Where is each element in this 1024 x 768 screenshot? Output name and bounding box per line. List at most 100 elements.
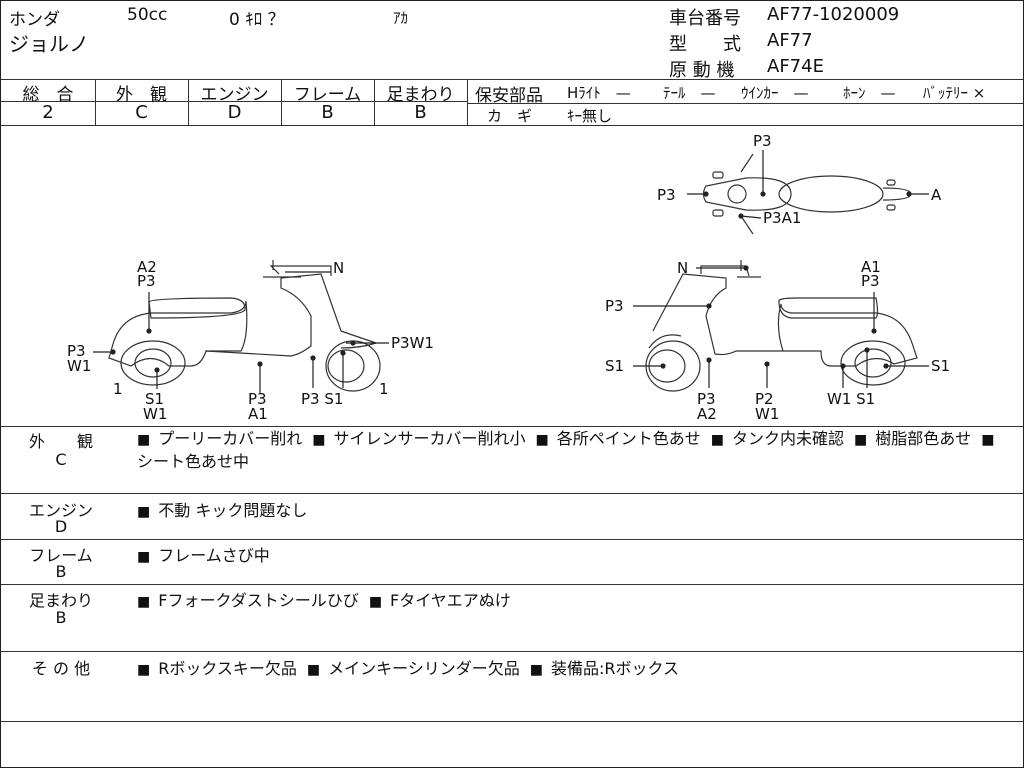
grade-engine-label: エンジン [200,85,269,105]
right-a2: A2 [697,405,717,423]
engine-model-label: 原 動 機 [669,60,735,81]
comment-suspension-text: FフォークダストシールひびFタイヤエアぬけ [137,587,511,611]
divider [281,79,282,125]
left-p3w1: P3W1 [391,334,434,352]
comment-item: Rボックスキー欠品 [137,659,297,678]
comment-item: 各所ペイント色あせ [526,429,701,448]
horn-status: ﾎｰﾝ — [843,84,896,102]
scooter-left-view [108,260,381,392]
divider [467,103,1023,104]
grade-appearance-value: C [135,102,148,123]
comment-item: 樹脂部色あせ [844,429,971,448]
left-w1: W1 [143,405,167,423]
left-a1: A1 [248,405,268,423]
divider [1,101,467,102]
right-p3-seat: P3 [861,272,880,290]
divider [1,493,1023,494]
left-one-right: 1 [379,380,389,398]
frame-number: AF77-1020009 [767,4,900,25]
divider [95,79,96,125]
model-type-label: 型 式 [669,34,741,55]
grade-suspension-value: B [414,102,427,123]
comment-item: サイレンサーカバー削れ小 [302,429,525,448]
taillight-status: ﾃｰﾙ — [663,84,716,102]
left-a2: A2 [137,258,157,276]
comment-suspension-label: 足まわり [28,591,93,610]
right-p2: P2 [755,390,774,408]
comment-appearance-grade: C [55,450,67,469]
comment-engine-text: 不動 キック問題なし [137,497,307,521]
divider [188,79,189,125]
grade-appearance-label: 外 観 [116,85,167,105]
maker-name: ホンダ [9,10,60,30]
top-p3a1: P3A1 [763,209,801,227]
scooter-damage-diagram: P3 P3 A P3A1 A2 P3 N P3 W1 1 S1 W1 P3 A1… [67,132,950,423]
grade-frame-label: フレーム [293,85,362,105]
right-w1: W1 [755,405,779,423]
right-s1-rear: S1 [931,357,950,375]
comment-item: 不動 キック問題なし [137,501,307,520]
comment-other-text: Rボックスキー欠品メインキーシリンダー欠品装備品:Rボックス [137,655,679,679]
comment-frame-grade: B [55,562,67,581]
comment-item: 装備品:Rボックス [520,659,679,678]
divider [1,651,1023,652]
scooter-top-view [702,153,912,235]
headlight-status: Hﾗｲﾄ — [567,84,631,102]
left-p3-bottom: P3 [248,390,267,408]
comment-item: プーリーカバー削れ [137,429,302,448]
comment-engine-grade: D [54,517,68,536]
top-a: A [931,186,942,204]
mileage: 0 ｷﾛ ？ [229,10,285,30]
left-s1: S1 [145,390,164,408]
right-n: N [677,259,688,277]
key-label: カ ギ [487,107,533,125]
safety-parts-label: 保安部品 [475,86,543,106]
comment-item: メインキーシリンダー欠品 [297,659,520,678]
comment-item: フレームさび中 [137,546,270,565]
engine-model: AF74E [767,56,824,77]
divider [1,721,1023,722]
right-w1s1: W1 S1 [827,390,875,408]
grade-overall-label: 総 合 [22,85,74,105]
right-p3-body: P3 [605,297,624,315]
divider [1,125,1023,126]
left-n: N [333,259,344,277]
left-p3-seat: P3 [137,272,156,290]
divider [1,79,1023,80]
winker-status: ｳｲﾝｶｰ — [741,84,809,102]
comment-item: Fタイヤエアぬけ [359,591,511,610]
grade-engine-value: D [227,102,242,123]
displacement: 50cc [127,5,168,25]
right-a1: A1 [861,258,881,276]
key-status: ｷｰ無し [567,107,613,125]
comment-other-label: そ の 他 [31,659,91,678]
left-one-left: 1 [113,380,123,398]
comment-item: タンク内未確認 [701,429,844,448]
comment-appearance-label: 外 観 [28,432,93,451]
comment-item: Fフォークダストシールひび [137,591,359,610]
left-p3-rear: P3 [67,342,86,360]
grade-overall-value: 2 [42,102,54,123]
right-s1-front: S1 [605,357,624,375]
comment-frame-label: フレーム [29,546,93,565]
scooter-right-view [645,260,918,392]
frame-number-label: 車台番号 [669,8,741,29]
comment-engine-label: エンジン [28,501,93,520]
left-p3-s1: P3 S1 [301,390,343,408]
top-p3-front: P3 [753,132,772,150]
model-name: ジョルノ [9,32,89,56]
divider [374,79,375,125]
model-type: AF77 [767,30,813,51]
divider [1,426,1023,427]
grade-suspension-label: 足まわり [386,85,455,105]
battery-status: ﾊﾞｯﾃﾘｰ × [923,84,986,102]
comment-frame-text: フレームさび中 [137,542,270,566]
comment-suspension-grade: B [55,608,67,627]
comment-appearance-text: プーリーカバー削れサイレンサーカバー削れ小各所ペイント色あせタンク内未確認樹脂部… [137,428,1017,473]
right-p3: P3 [697,390,716,408]
grade-frame-value: B [321,102,334,123]
divider [1,539,1023,540]
divider [1,584,1023,585]
body-color: ｱｶ [393,9,409,27]
divider [467,79,468,125]
